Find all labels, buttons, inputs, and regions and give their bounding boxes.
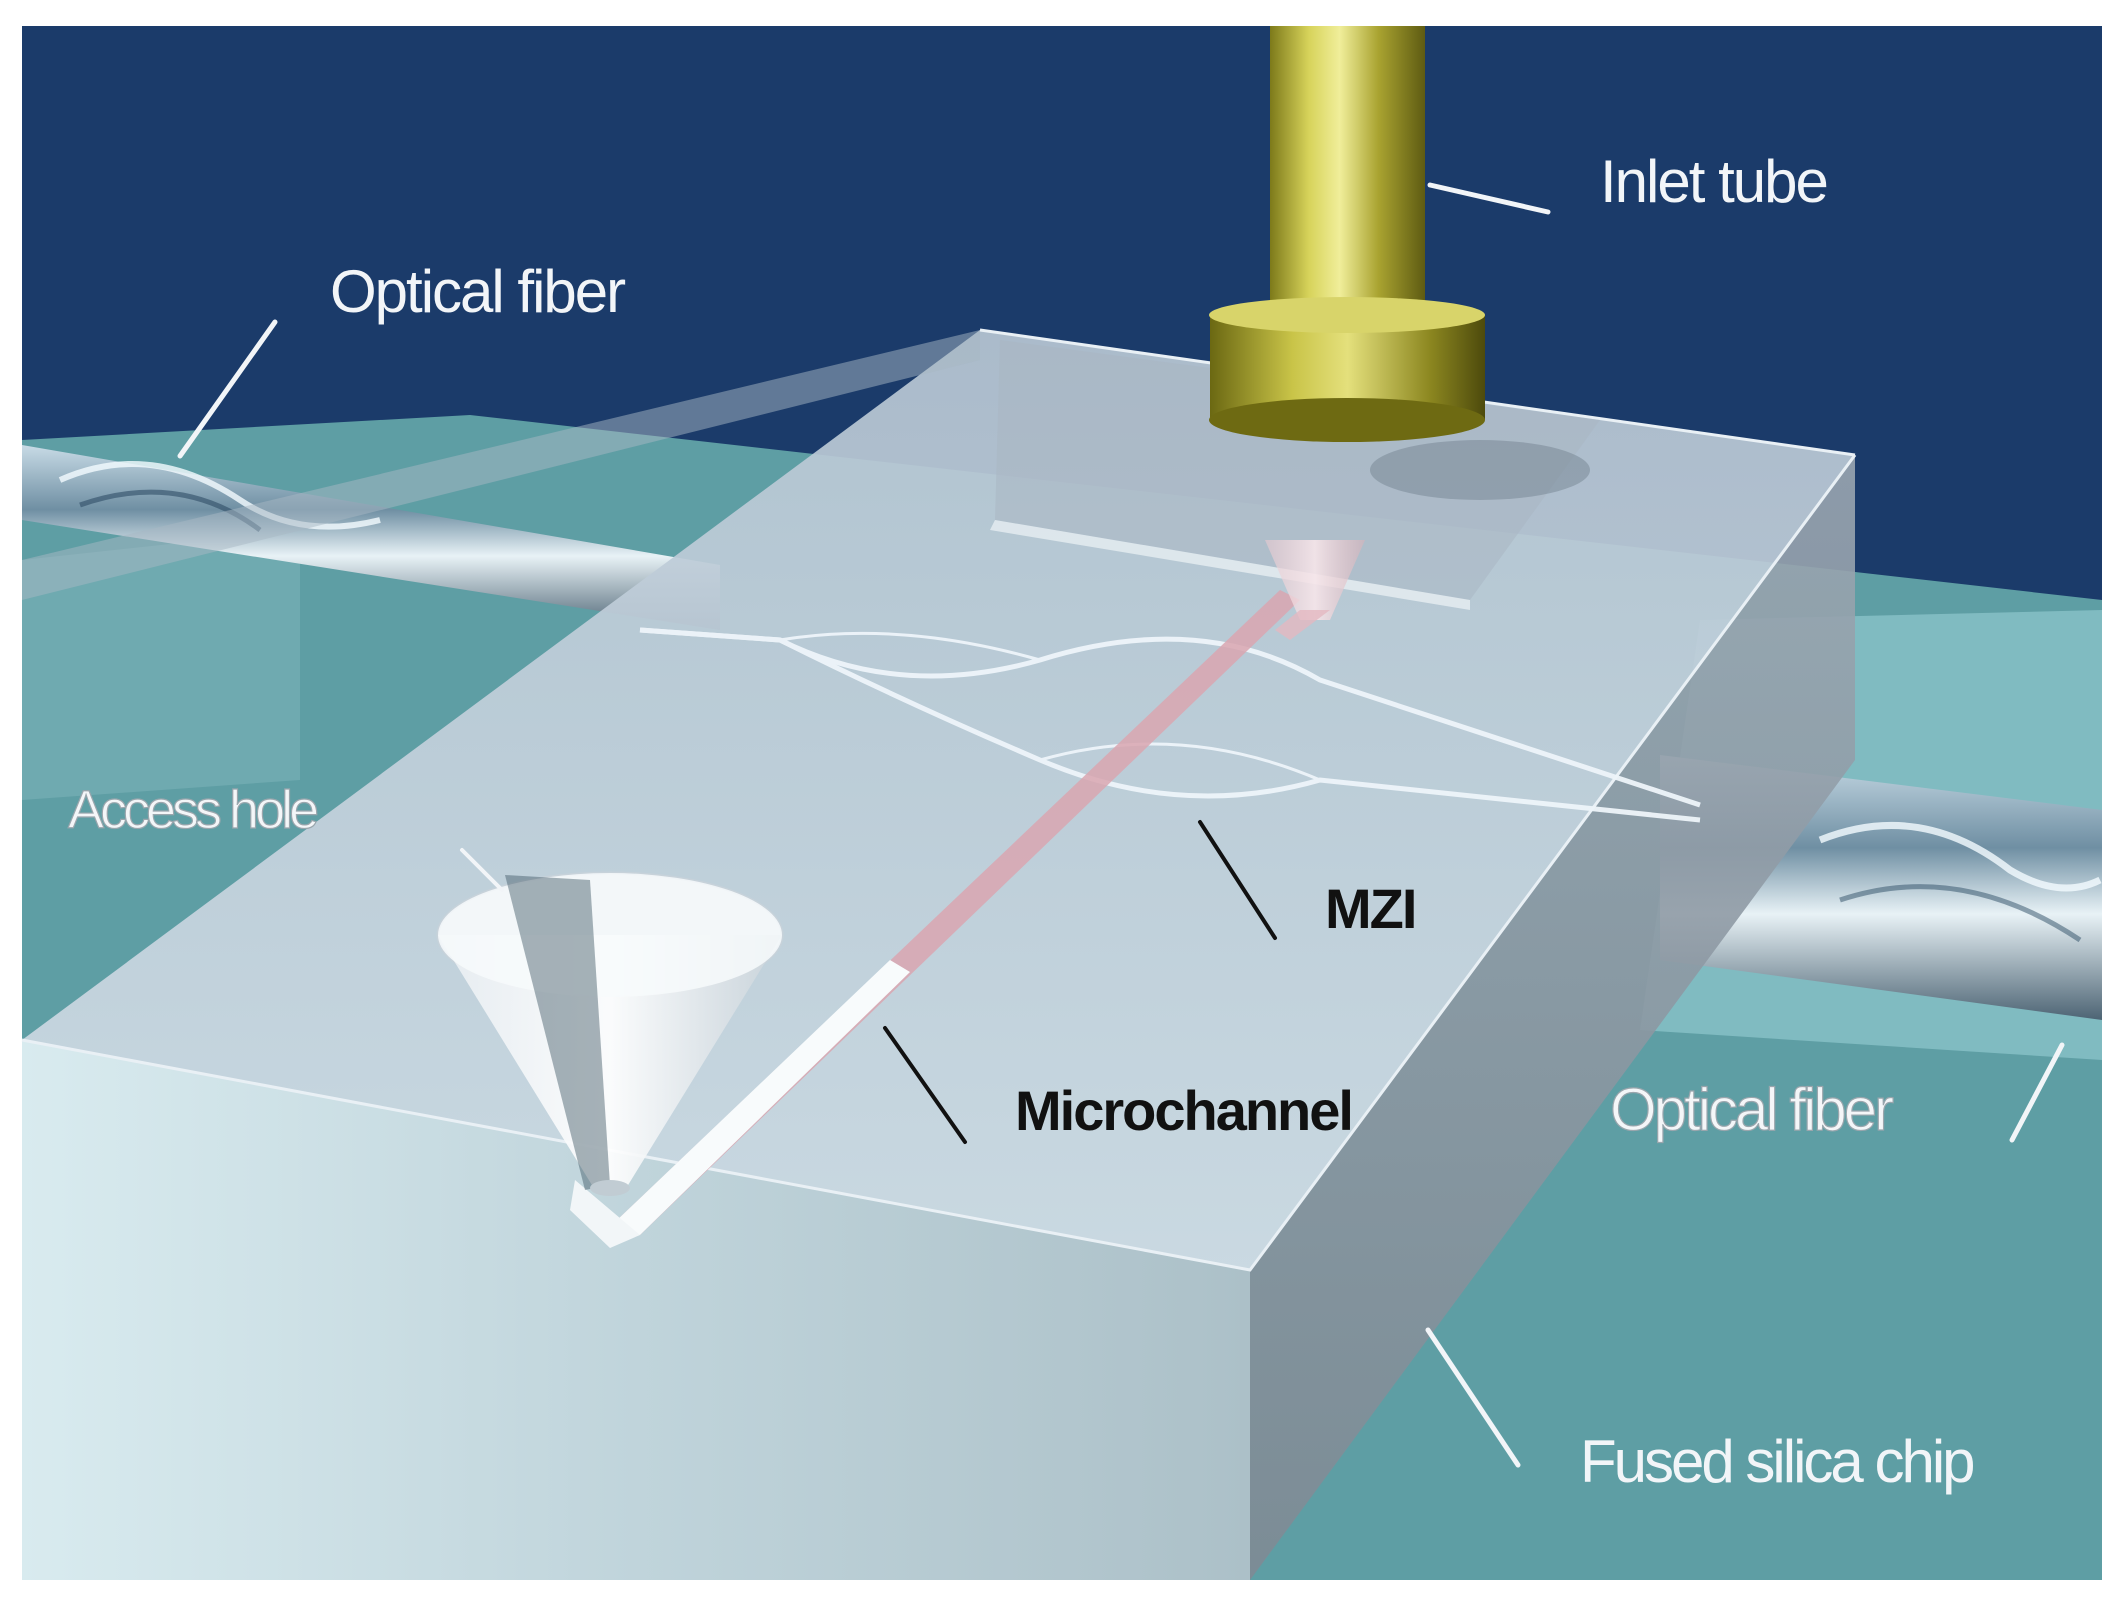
leader-mzi [1198,820,1277,940]
label-optical-fiber-right: Optical fiber [1610,1076,1893,1143]
leader-optical-fiber-top [177,319,278,459]
microchannel [570,590,1300,1248]
label-fused-silica-chip: Fused silica chip [1580,1428,1973,1495]
leader-lines [177,182,2065,1468]
label-mzi: MZI [1325,877,1415,940]
inlet-tube [1209,26,1590,640]
chip-front-face [22,1040,1250,1580]
chip-right-face [1250,455,1855,1580]
chip-left-face [22,330,980,600]
label-optical-fiber-top: Optical fiber [330,258,625,325]
mzi-waveguide [639,627,1701,823]
leader-inlet-tube [1427,182,1551,215]
leader-fused-silica-chip [1425,1327,1521,1468]
leader-access-hole [460,848,504,892]
label-microchannel: Microchannel [1015,1079,1352,1142]
leader-microchannel [883,1026,967,1144]
access-hole-cone [436,871,784,1196]
substrate-left-highlight [22,530,300,800]
leader-optical-fiber-right [2009,1042,2065,1143]
label-inlet-tube: Inlet tube [1600,148,1827,215]
label-access-hole: Access hole [68,780,317,840]
